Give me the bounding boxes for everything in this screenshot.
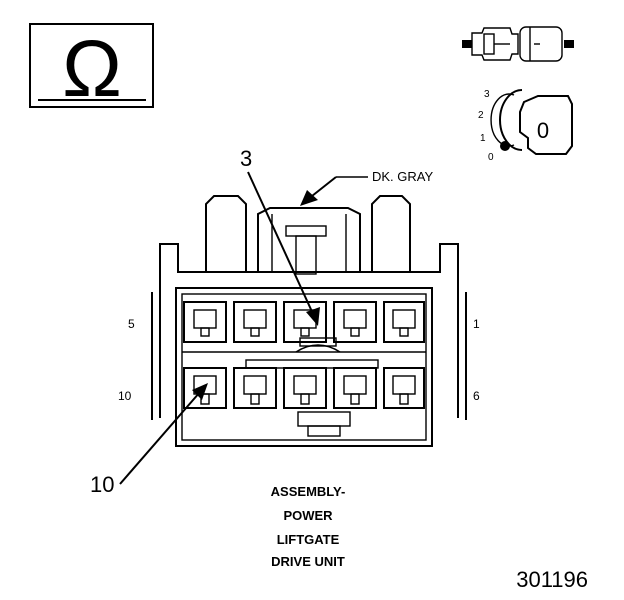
terminal-cavity	[333, 301, 377, 343]
lock-position-icon: 3 2 1 0 0	[478, 89, 573, 163]
terminal-cavity	[333, 367, 377, 409]
terminal-cavity	[233, 367, 277, 409]
lock-position-2: 2	[478, 110, 484, 121]
lock-key-label: 0	[537, 118, 549, 143]
callout-3-label: 3	[240, 146, 252, 171]
terminal-cavity	[383, 301, 425, 343]
pin-label-10: 10	[118, 389, 132, 403]
terminal-cavity	[183, 301, 227, 343]
connector-side-view-icon	[462, 26, 574, 62]
terminal-cavity	[283, 367, 327, 409]
pin-label-5: 5	[128, 317, 135, 331]
ohm-symbol-box: Ω	[29, 23, 154, 113]
title-line-2: POWER	[283, 508, 333, 523]
figure-number: 301196	[516, 567, 588, 592]
pin-label-6: 6	[473, 389, 480, 403]
terminal-cavity	[283, 301, 327, 343]
lock-position-3: 3	[484, 89, 490, 100]
terminal-cavity	[383, 367, 425, 409]
title-line-3: LIFTGATE	[277, 532, 340, 547]
title-line-1: ASSEMBLY-	[271, 484, 346, 499]
terminal-row-bottom	[183, 359, 425, 409]
terminal-cavity	[233, 301, 277, 343]
color-label: DK. GRAY	[300, 169, 433, 206]
title-line-4: DRIVE UNIT	[271, 554, 345, 569]
terminal-row-top	[183, 301, 425, 343]
terminal-cavity	[183, 367, 227, 409]
callout-10-label: 10	[90, 472, 114, 497]
ohm-icon: Ω	[62, 24, 122, 113]
lock-position-1: 1	[480, 133, 486, 144]
connector-body	[151, 195, 467, 447]
connector-color-label: DK. GRAY	[372, 169, 433, 184]
callout-10: 10	[90, 383, 208, 497]
lock-position-0: 0	[488, 152, 494, 163]
pin-label-1: 1	[473, 317, 480, 331]
